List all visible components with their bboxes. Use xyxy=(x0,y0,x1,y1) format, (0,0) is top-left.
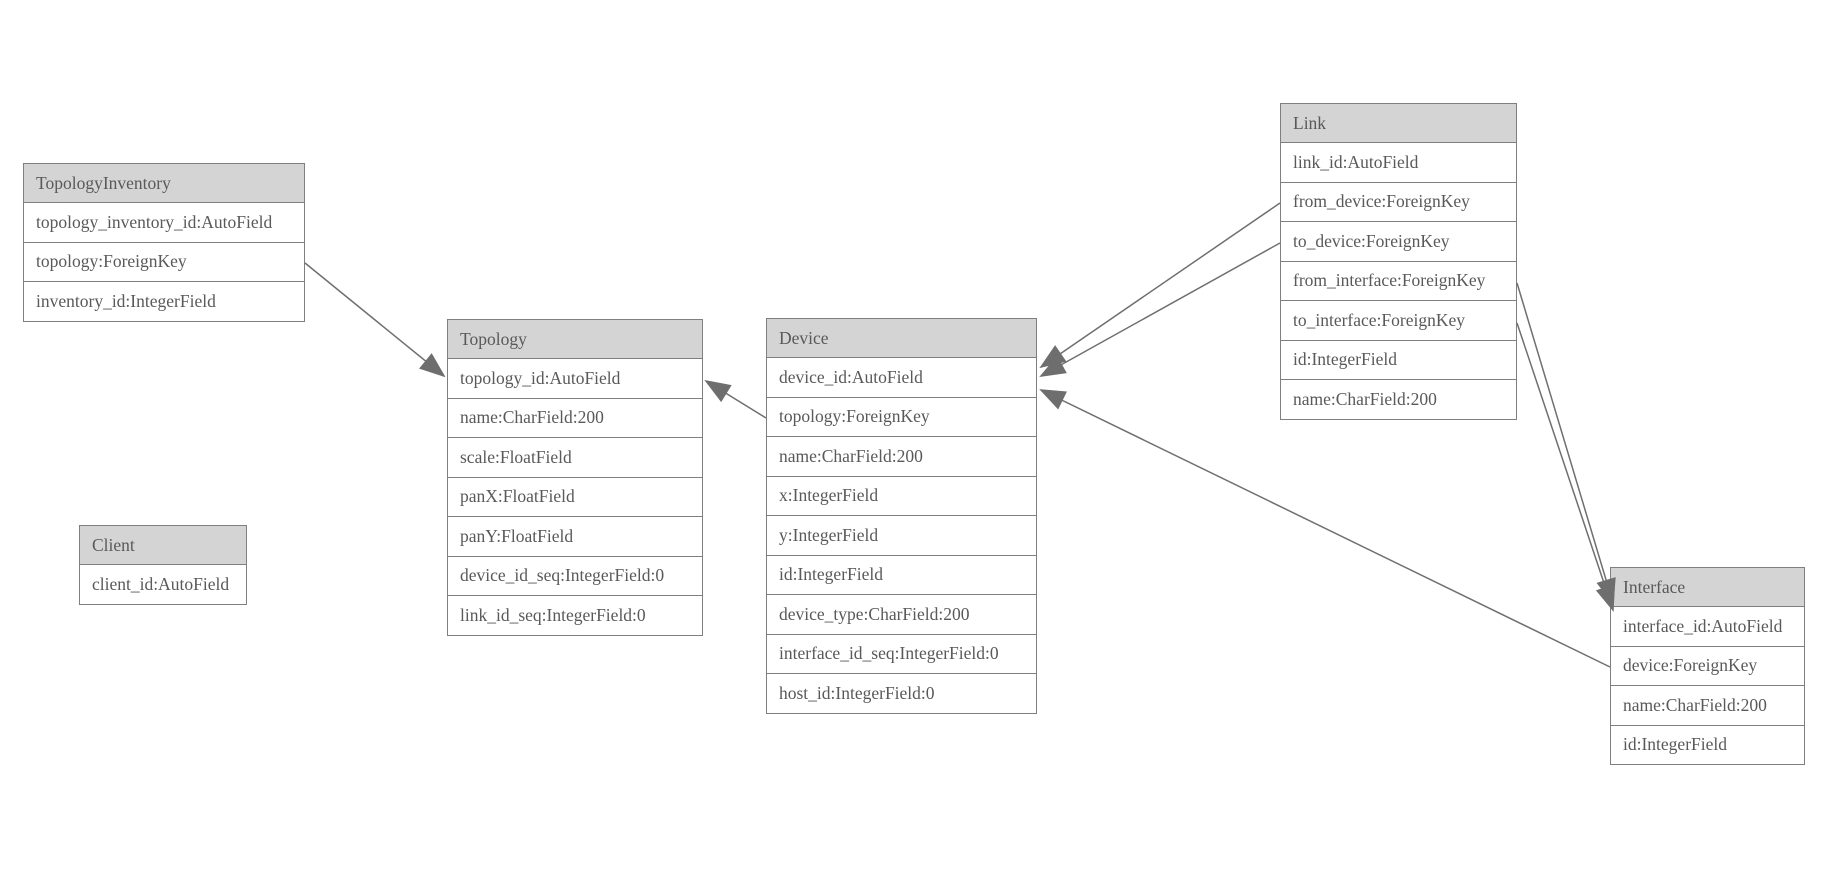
entity-title-device: Device xyxy=(767,319,1036,358)
field-row: interface_id:AutoField xyxy=(1611,607,1804,646)
field-row: y:IntegerField xyxy=(767,515,1036,555)
field-row: id:IntegerField xyxy=(767,554,1036,594)
field-row: topology:ForeignKey xyxy=(767,396,1036,436)
field-row: name:CharField:200 xyxy=(767,436,1036,476)
relation-edge-link-from_device xyxy=(1039,202,1281,369)
entity-title-client: Client xyxy=(80,526,246,565)
entity-title-link: Link xyxy=(1281,104,1516,143)
field-row: id:IntegerField xyxy=(1611,724,1804,764)
field-row: link_id:AutoField xyxy=(1281,143,1516,182)
entity-title-topologyinventory: TopologyInventory xyxy=(24,164,304,203)
relation-edge-link-to_device xyxy=(1039,242,1281,377)
field-row: panY:FloatField xyxy=(448,516,702,556)
field-row: name:CharField:200 xyxy=(1281,379,1516,419)
relation-edge-link-to_interface xyxy=(1516,322,1615,612)
field-row: to_interface:ForeignKey xyxy=(1281,300,1516,340)
field-row: topology:ForeignKey xyxy=(24,241,304,281)
field-row: device_id:AutoField xyxy=(767,358,1036,397)
field-row: from_interface:ForeignKey xyxy=(1281,260,1516,300)
field-row: device_type:CharField:200 xyxy=(767,594,1036,634)
field-row: client_id:AutoField xyxy=(80,565,246,604)
relation-edge-topologyinventory-topology xyxy=(304,262,446,378)
field-row: interface_id_seq:IntegerField:0 xyxy=(767,633,1036,673)
field-row: host_id:IntegerField:0 xyxy=(767,673,1036,713)
relation-edge-link-from_interface xyxy=(1516,282,1616,605)
field-row: device:ForeignKey xyxy=(1611,645,1804,685)
field-row: id:IntegerField xyxy=(1281,339,1516,379)
field-row: to_device:ForeignKey xyxy=(1281,221,1516,261)
field-row: name:CharField:200 xyxy=(448,397,702,437)
field-row: link_id_seq:IntegerField:0 xyxy=(448,595,702,635)
field-row: scale:FloatField xyxy=(448,437,702,477)
relation-edge-device-topology xyxy=(704,379,767,419)
field-row: panX:FloatField xyxy=(448,476,702,516)
entity-title-interface: Interface xyxy=(1611,568,1804,607)
entity-title-topology: Topology xyxy=(448,320,702,359)
field-row: inventory_id:IntegerField xyxy=(24,281,304,321)
field-row: device_id_seq:IntegerField:0 xyxy=(448,555,702,595)
relation-edge-interface-device xyxy=(1039,389,1611,668)
field-row: topology_inventory_id:AutoField xyxy=(24,203,304,242)
field-row: x:IntegerField xyxy=(767,475,1036,515)
field-row: topology_id:AutoField xyxy=(448,359,702,398)
field-row: from_device:ForeignKey xyxy=(1281,181,1516,221)
field-row: name:CharField:200 xyxy=(1611,685,1804,725)
